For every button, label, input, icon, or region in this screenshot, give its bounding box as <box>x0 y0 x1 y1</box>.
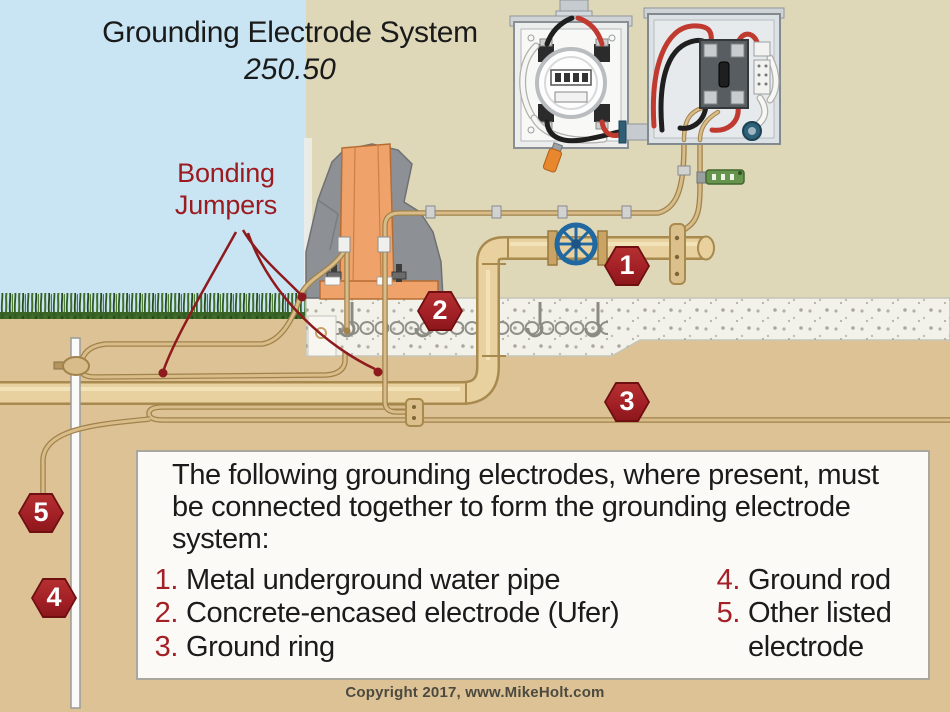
meter-label <box>554 91 588 103</box>
grass <box>0 293 314 319</box>
list-item-text: Concrete-encased electrode (Ufer) <box>186 597 620 630</box>
post-clamp <box>337 236 351 253</box>
valve-flange <box>597 230 608 266</box>
list-item-number: 3. <box>154 630 179 663</box>
list-item-text: Ground rod <box>748 564 891 596</box>
title-block: Grounding Electrode System 250.50 <box>30 16 550 87</box>
label-tag <box>324 276 341 286</box>
list-item-text: Other listed electrode <box>748 597 892 663</box>
bonding-jumper-line <box>162 231 238 370</box>
orange-connector <box>542 142 564 173</box>
info-box: The following grounding electrodes, wher… <box>136 450 930 680</box>
rebar-hook <box>584 302 602 338</box>
list-item: 2. Concrete-encased electrode (Ufer) <box>148 597 620 630</box>
grounding-wires <box>40 143 950 506</box>
valve-hub <box>571 239 581 249</box>
rebar-hook <box>338 302 356 338</box>
footing-rebar-end <box>315 327 327 339</box>
wood-post-seam <box>377 144 382 284</box>
list-item: 1. Metal underground water pipe <box>148 564 619 597</box>
wire-clips <box>425 165 691 219</box>
marker-4: 4 <box>31 578 77 618</box>
marker-3: 3 <box>604 382 650 422</box>
screw-hole <box>527 34 535 42</box>
bonding-jumper-dot <box>373 367 383 377</box>
list-item: 3. Ground ring <box>148 631 619 664</box>
ring-clamp <box>405 398 424 427</box>
breaker-handle <box>718 61 730 88</box>
copyright-text: Copyright 2017, www.MikeHolt.com <box>345 684 605 701</box>
info-intro: The following grounding electrodes, wher… <box>172 459 879 555</box>
bonding-jumper-pointers <box>158 229 383 378</box>
pipe-end-cap <box>697 235 715 261</box>
page-title: Grounding Electrode System <box>102 16 478 49</box>
bonding-jumper-line <box>241 229 302 296</box>
list-item-number: 1. <box>154 564 179 596</box>
code-section: 250.50 <box>244 53 336 86</box>
bonding-jumpers-label: Bonding Jumpers <box>174 158 278 220</box>
post-clamp <box>377 236 391 253</box>
rebar-hook <box>526 302 544 338</box>
bonding-jumper-line <box>246 232 376 371</box>
neutral-bar <box>753 41 771 57</box>
list-item: 5. Other listed electrode <box>710 597 920 664</box>
ground-rod-clamp <box>53 356 90 376</box>
list-item: 4. Ground rod <box>710 564 920 597</box>
marker-2: 2 <box>417 291 463 331</box>
breaker-lugs <box>703 43 745 105</box>
marker-1: 1 <box>604 246 650 286</box>
ground-rod <box>70 337 81 709</box>
neutral-bar <box>753 59 771 95</box>
ufer-rebar-tie <box>343 327 351 335</box>
intersystem-bonding-device <box>696 169 745 185</box>
service-panel <box>643 7 785 145</box>
bonding-jumper-dot <box>158 368 168 378</box>
list-item-text: Metal underground water pipe <box>186 564 561 596</box>
corner-trim <box>304 138 312 296</box>
screw-hole <box>527 126 535 134</box>
meter-dial-inner <box>544 56 598 110</box>
neutral-bar-screws <box>757 64 768 86</box>
marker-5: 5 <box>18 493 64 533</box>
list-item-text: Ground ring <box>186 630 335 663</box>
electrode-list-right: 4. Ground rod 5. Other listed electrode <box>710 564 920 664</box>
list-item-number: 4. <box>716 564 741 596</box>
wood-post-seam <box>352 146 356 284</box>
water-valve <box>547 222 608 266</box>
anchor-nut <box>391 271 407 280</box>
meter-box <box>509 0 633 173</box>
screw-hole <box>608 34 616 42</box>
bonding-jumper-dot <box>297 292 307 302</box>
electrode-list-left: 1. Metal underground water pipe 2. Concr… <box>148 564 620 664</box>
pipe-ground-clamp <box>669 223 686 285</box>
meter-wires <box>519 15 627 144</box>
foundation-facet <box>317 199 339 251</box>
list-item-number: 5. <box>716 597 741 630</box>
list-item-number: 2. <box>154 597 179 630</box>
sky <box>0 0 312 318</box>
